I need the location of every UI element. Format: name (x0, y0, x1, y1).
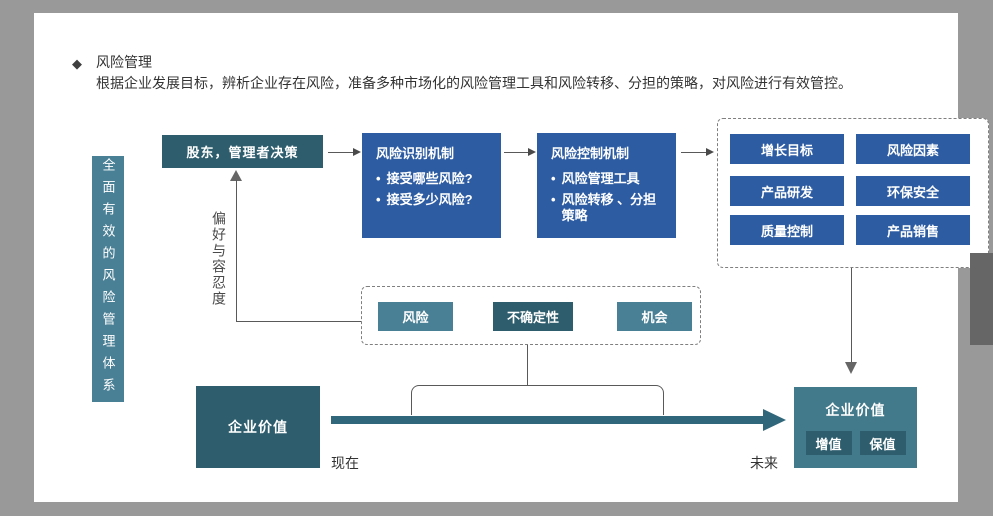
target-product-sales: 产品销售 (856, 215, 970, 245)
risk-system-label: 全面有效的风险管理体系 (100, 158, 116, 400)
scrollbar-thumb[interactable] (970, 253, 993, 345)
preference-hline (236, 321, 361, 322)
target-growth-goal: 增长目标 (730, 134, 844, 164)
enterprise-value-start-box: 企业价值 (196, 386, 320, 468)
identify-bullet-2: 接受多少风险? (386, 192, 473, 207)
uncertainty-group: 风险 不确定性 机会 (361, 286, 701, 345)
target-quality-control: 质量控制 (730, 215, 844, 245)
risk-control-box: 风险控制机制 • 风险管理工具 • 风险转移 、分担策略 (537, 133, 676, 238)
identify-bullet-1: 接受哪些风险? (386, 171, 473, 186)
control-bullet-1: 风险管理工具 (561, 171, 640, 186)
arrow-down-icon (845, 362, 857, 374)
bullet-dot: • (376, 192, 381, 207)
control-bullet-2: 风险转移 、分担策略 (561, 192, 657, 223)
bullet-dot: • (376, 171, 381, 186)
uncertainty-item-uncertainty: 不确定性 (493, 302, 573, 331)
uncertainty-item-opportunity: 机会 (617, 302, 692, 331)
arrow-line-decision-identify (328, 152, 354, 153)
arrow-line-identify-control (504, 152, 529, 153)
bracket-connector (411, 385, 664, 415)
arrow-right-icon (528, 148, 536, 156)
diamond-bullet-icon: ◆ (72, 56, 82, 71)
future-label: 未来 (750, 455, 778, 471)
now-label: 现在 (331, 455, 359, 471)
uncertainty-drop-line (527, 345, 528, 386)
value-arrowhead-icon (763, 409, 786, 431)
risk-identify-title: 风险识别机制 (376, 146, 455, 161)
target-risk-factors: 风险因素 (856, 134, 970, 164)
slide-panel: ◆ 风险管理 根据企业发展目标，辨析企业存在风险，准备多种市场化的风险管理工具和… (34, 13, 989, 502)
preference-label: 偏好与容忍度 (211, 211, 227, 307)
arrow-up-icon (230, 170, 242, 181)
risk-identify-box: 风险识别机制 • 接受哪些风险? • 接受多少风险? (362, 133, 501, 238)
arrow-line-targets-value (851, 268, 852, 363)
preference-vline (236, 180, 237, 321)
bullet-dot: • (551, 171, 556, 186)
value-timeline-arrow (331, 416, 764, 424)
enterprise-value-end-title: 企业价值 (825, 402, 886, 418)
page-subtitle: 根据企业发展目标，辨析企业存在风险，准备多种市场化的风险管理工具和风险转移、分担… (96, 75, 852, 91)
bullet-dot: • (551, 192, 556, 207)
value-increase-tag: 增值 (805, 431, 852, 455)
risk-system-sidebar: 全面有效的风险管理体系 (92, 156, 124, 402)
page-title: 风险管理 (96, 54, 152, 70)
target-product-rd: 产品研发 (730, 176, 844, 206)
risk-control-title: 风险控制机制 (551, 146, 630, 161)
target-env-safety: 环保安全 (856, 176, 970, 206)
arrow-right-icon (706, 148, 714, 156)
value-preserve-tag: 保值 (859, 431, 906, 455)
enterprise-value-end-box: 企业价值 增值 保值 (794, 387, 917, 468)
arrow-right-icon (353, 148, 361, 156)
decision-box: 股东，管理者决策 (162, 135, 323, 168)
arrow-line-control-targets (681, 152, 707, 153)
targets-group: 增长目标 风险因素 产品研发 环保安全 质量控制 产品销售 (717, 118, 989, 268)
uncertainty-item-risk: 风险 (378, 302, 453, 331)
